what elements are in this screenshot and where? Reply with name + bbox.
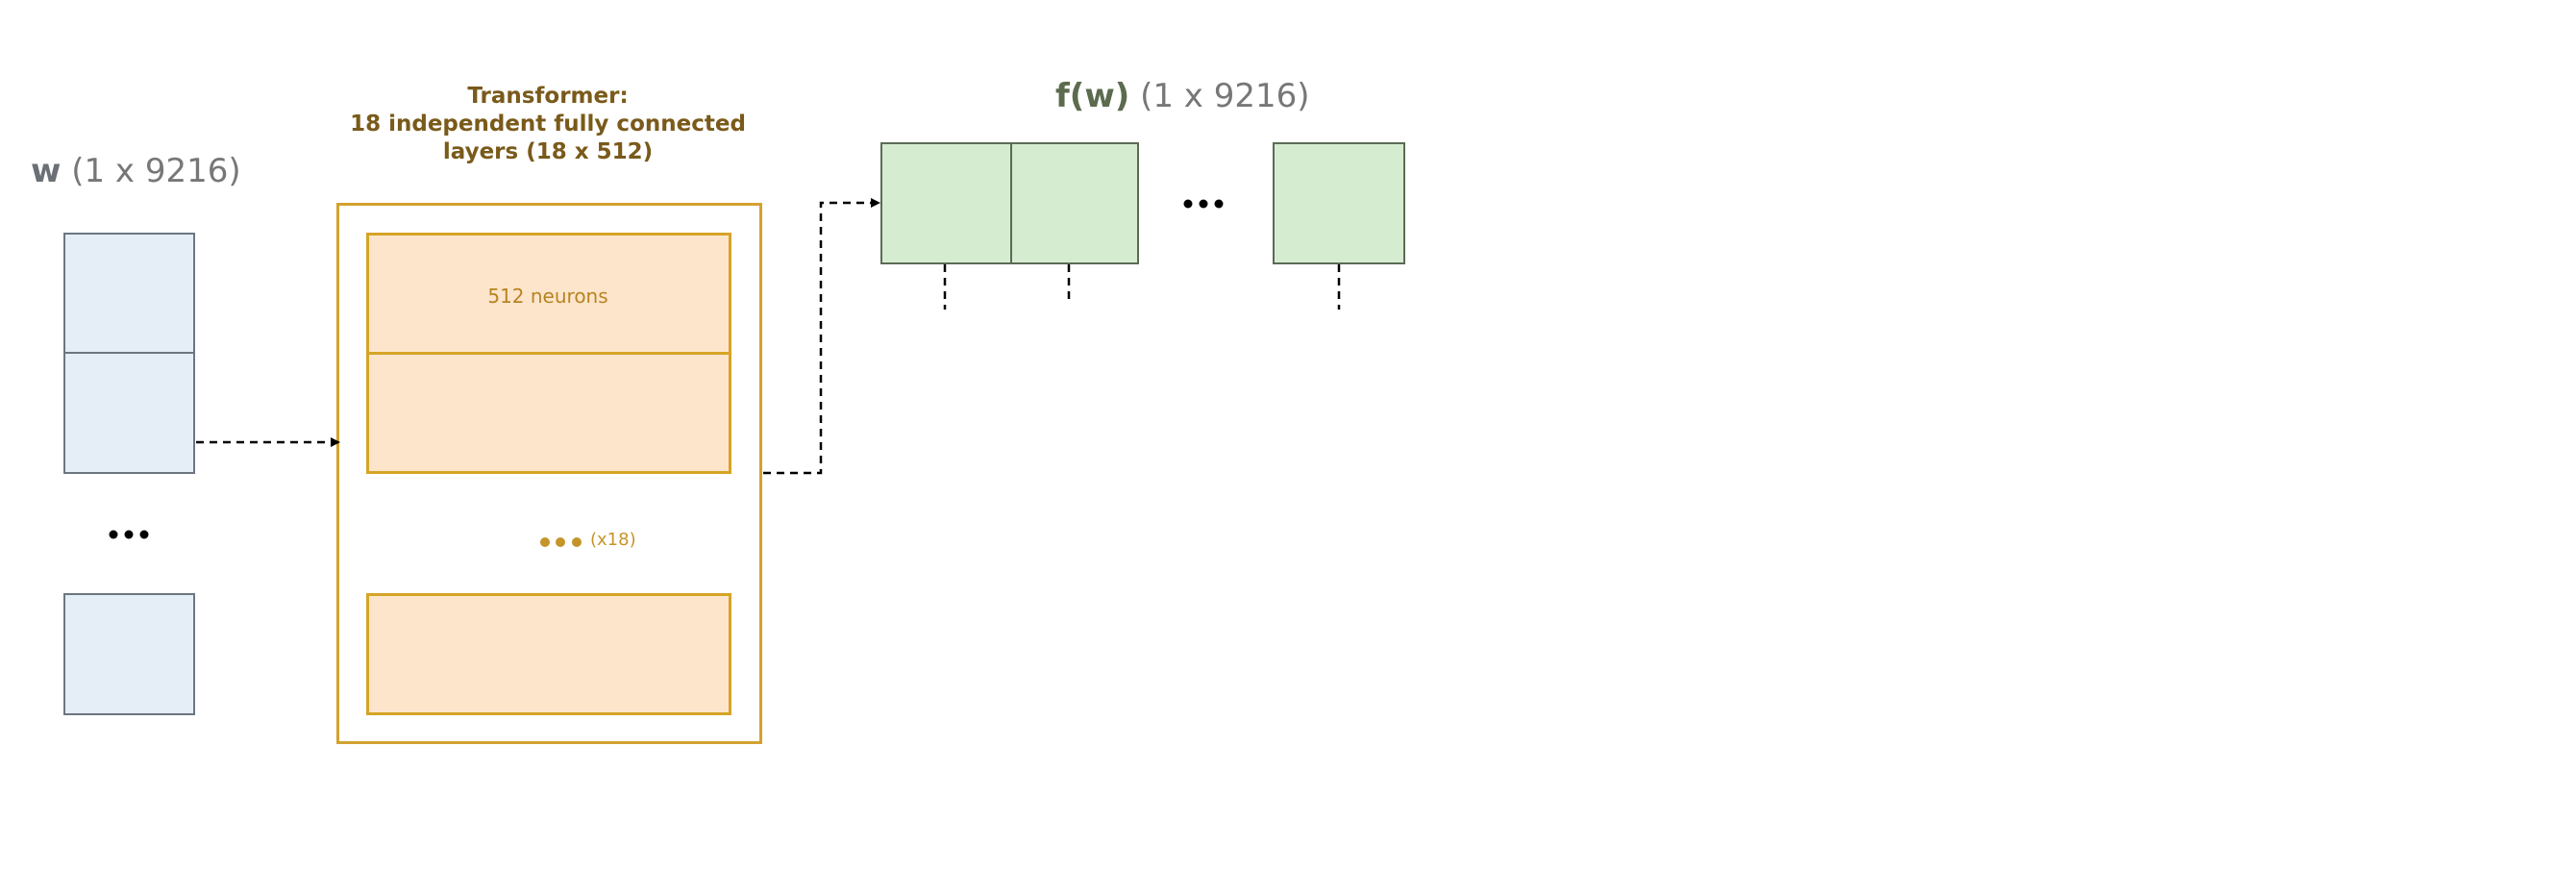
- input-label-dims: (1 x 9216): [61, 152, 241, 190]
- output-cell-2: [1010, 142, 1139, 264]
- output-cell-1: [880, 142, 1013, 264]
- layer-last: [366, 593, 731, 715]
- output-label-bold: f(w): [1055, 77, 1130, 115]
- input-cell-last: [63, 593, 195, 715]
- transformer-title-line-3: layers (18 x 512): [442, 139, 654, 164]
- output-label: f(w) (1 x 9216): [1055, 75, 1310, 117]
- output-cell-last: [1273, 142, 1405, 264]
- transformer-title-line-2: 18 independent fully connected: [350, 112, 746, 137]
- input-cell-2: [63, 352, 195, 474]
- transformer-title-line-1: Transformer:: [467, 84, 629, 109]
- layer-2: [366, 352, 731, 474]
- output-label-dims: (1 x 9216): [1129, 77, 1310, 115]
- repeat-count-label: (x18): [590, 530, 636, 550]
- transformer-to-output-arrow: [763, 198, 880, 475]
- layer-1: [366, 233, 731, 355]
- transformer-title: Transformer: 18 independent fully connec…: [341, 83, 755, 166]
- output-ellipsis: [1183, 199, 1224, 209]
- neurons-label: 512 neurons: [487, 285, 608, 308]
- input-label: w (1 x 9216): [31, 150, 241, 192]
- layers-ellipsis: [540, 537, 582, 547]
- input-label-bold: w: [31, 152, 62, 190]
- input-ellipsis: [109, 530, 149, 539]
